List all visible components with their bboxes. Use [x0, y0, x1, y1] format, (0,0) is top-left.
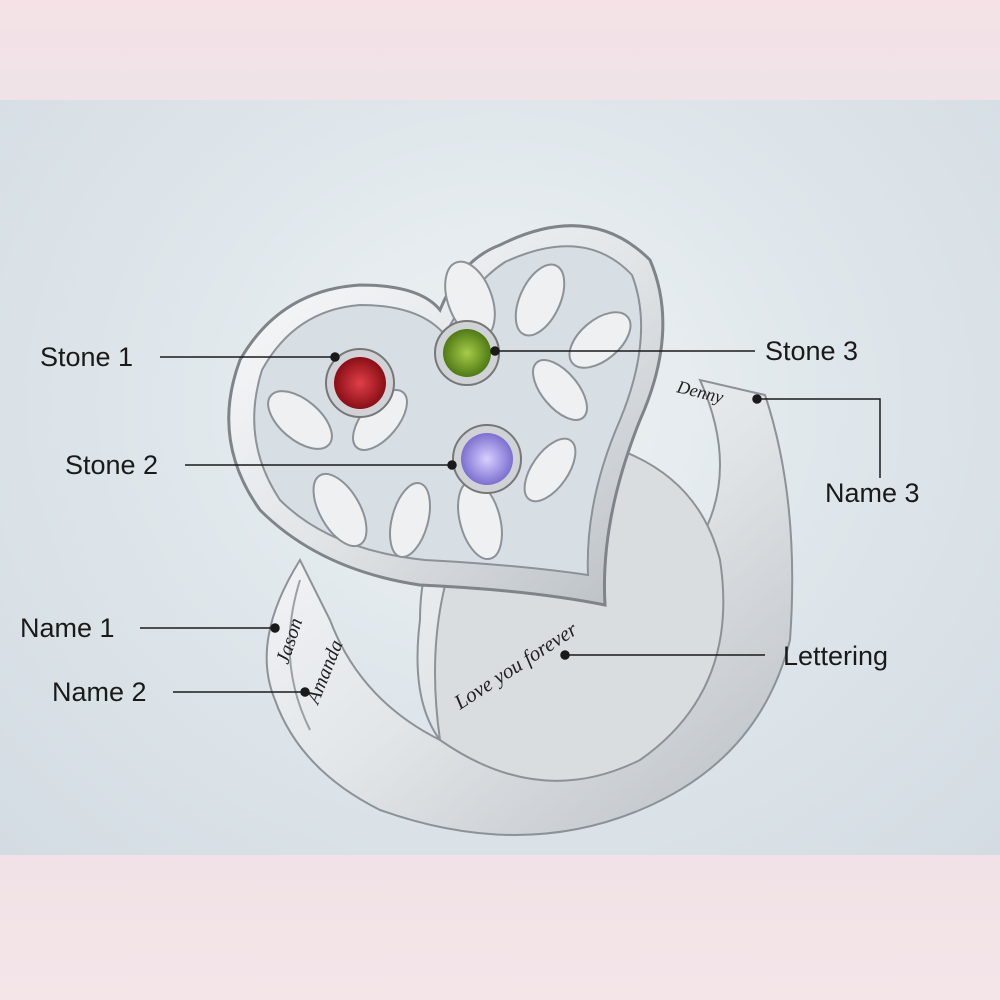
label-name-2: Name 2 — [52, 677, 147, 707]
label-name-3: Name 3 — [825, 478, 920, 508]
stone-2 — [452, 424, 522, 494]
leader-name-3 — [757, 398, 881, 478]
stone-3 — [434, 320, 500, 386]
background-top-band — [0, 0, 1000, 100]
stone-1 — [325, 348, 395, 418]
engraving-name-3: Denny — [674, 376, 725, 407]
heart-setting — [227, 224, 665, 607]
label-stone-3: Stone 3 — [765, 336, 859, 366]
leader-lines — [140, 346, 881, 697]
label-name-1: Name 1 — [20, 613, 115, 643]
label-lettering: Lettering — [783, 641, 889, 671]
label-stone-1: Stone 1 — [40, 342, 134, 372]
label-stone-2: Stone 2 — [65, 450, 159, 480]
background-bottom-band — [0, 855, 1000, 1000]
